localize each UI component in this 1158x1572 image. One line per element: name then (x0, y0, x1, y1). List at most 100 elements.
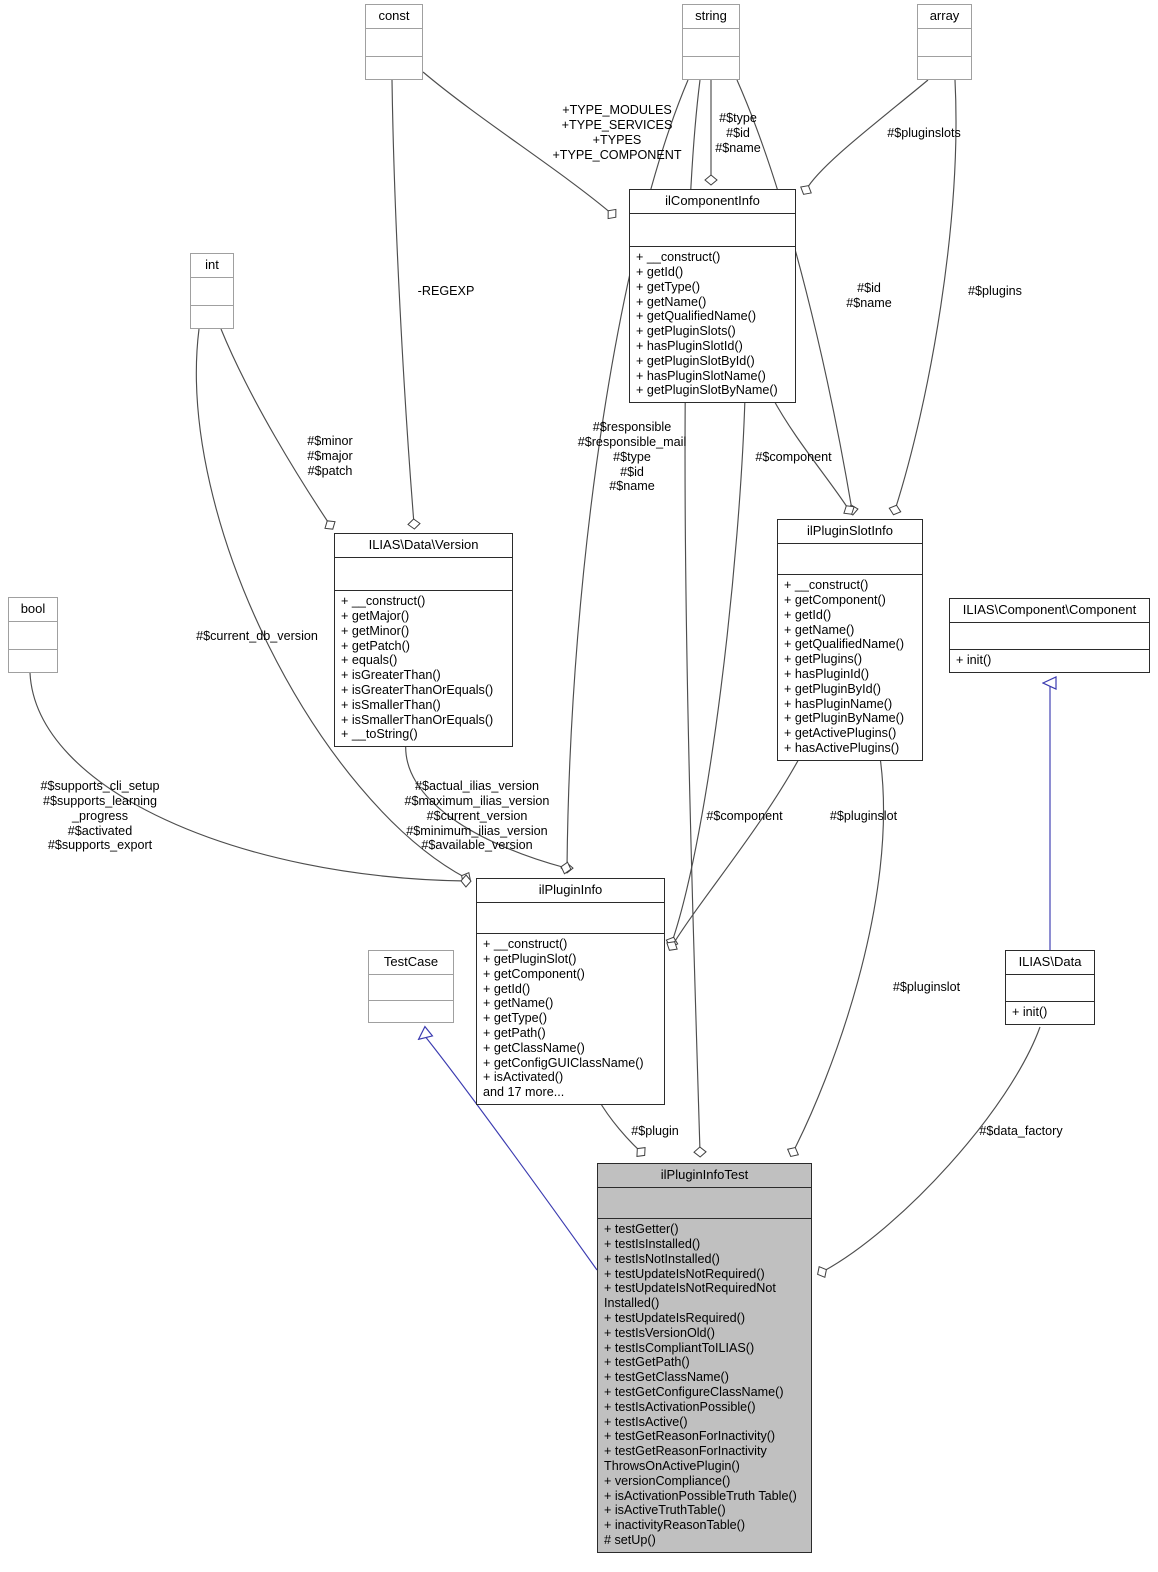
class-operations (191, 306, 233, 337)
operation: + testGetReasonForInactivity() (604, 1429, 776, 1444)
class-box-array[interactable]: array (917, 4, 972, 80)
operation: + __toString() (341, 727, 418, 742)
class-attributes (683, 29, 739, 58)
edge-label-data-factory: #$data_factory (979, 1124, 1063, 1138)
operation: + isActiveTruthTable() (604, 1503, 726, 1518)
class-attributes (1006, 975, 1094, 1003)
class-operations (369, 1001, 453, 1031)
edge-label-versions: #$actual_ilias_version #$maximum_ilias_v… (404, 779, 550, 853)
class-attributes (369, 975, 453, 1002)
class-title: string (683, 5, 739, 30)
class-box-ilpluginslotinfo[interactable]: ilPluginSlotInfo + __construct() + getCo… (777, 519, 923, 761)
class-box-ilias-data-version[interactable]: ILIAS\Data\Version + __construct() + get… (334, 533, 513, 748)
class-box-ilias-data[interactable]: ILIAS\Data + init() (1005, 950, 1095, 1026)
operation: # setUp() (604, 1532, 656, 1547)
operation: + testGetPath() (604, 1355, 690, 1370)
operation: + getQualifiedName() (784, 637, 905, 652)
operation: + getPluginSlotByName() (636, 383, 778, 398)
operation: + testGetReasonForInactivity ThrowsOnAct… (604, 1444, 767, 1473)
operation: + init() (1012, 1005, 1048, 1020)
operation: + __construct() (483, 937, 568, 952)
operation: + testUpdateIsRequired() (604, 1311, 746, 1326)
class-box-int[interactable]: int (190, 253, 234, 329)
operation: + getPluginSlotById() (636, 353, 755, 368)
class-attributes (9, 622, 57, 651)
edge-label-string-componentinfo: #$type #$id #$name (715, 111, 761, 155)
operation: + testIsCompliantToILIAS() (604, 1340, 755, 1355)
operation: + getConfigGUIClassName() (483, 1055, 644, 1070)
operation: + testIsActive() (604, 1414, 688, 1429)
edge-label-responsible: #$responsible #$responsible_mail #$type … (577, 420, 687, 494)
edge-label-pluginslot-2: #$pluginslot (892, 980, 961, 994)
class-title: ilPluginSlotInfo (778, 520, 922, 545)
class-box-const[interactable]: const (365, 4, 423, 80)
operation: + testIsNotInstalled() (604, 1251, 720, 1266)
class-operations (683, 57, 739, 88)
operation: + versionCompliance() (604, 1473, 731, 1488)
operation: + testGetter() (604, 1222, 679, 1237)
operation: + getName() (784, 622, 855, 637)
operation: + getQualifiedName() (636, 309, 757, 324)
operation: and 17 more... (483, 1085, 565, 1100)
operation: + isSmallerThan() (341, 697, 441, 712)
edge-label-pluginslot-1: #$pluginslot (829, 809, 898, 823)
class-title: ilComponentInfo (630, 190, 795, 215)
class-attributes (335, 558, 512, 592)
class-title: ILIAS\Data\Version (335, 534, 512, 559)
class-attributes (630, 214, 795, 248)
class-title: array (918, 5, 971, 30)
class-operations: + testGetter() + testIsInstalled() + tes… (598, 1219, 811, 1552)
operation: + getId() (636, 265, 684, 280)
operation: + isActivated() (483, 1070, 564, 1085)
operation: + init() (956, 653, 992, 668)
class-attributes (477, 903, 664, 935)
edge-label-id-name: #$id #$name (846, 281, 892, 310)
class-title: TestCase (369, 951, 453, 976)
operation: + getPluginById() (784, 681, 881, 696)
edge-label-component-slotinfo: #$component (755, 450, 832, 464)
class-box-string[interactable]: string (682, 4, 740, 80)
class-title: ILIAS\Data (1006, 951, 1094, 976)
edge-label-plugins: #$plugins (968, 284, 1022, 298)
edge-label-component-test: #$component (706, 809, 783, 823)
operation: + __construct() (636, 250, 721, 265)
class-operations: + init() (1006, 1002, 1094, 1024)
operation: + isActivationPossibleTruth Table() (604, 1488, 797, 1503)
class-title: bool (9, 598, 57, 623)
operation: + hasPluginId() (784, 667, 870, 682)
class-attributes (918, 29, 971, 58)
edge-label-version-parts: #$minor #$major #$patch (307, 434, 353, 478)
class-box-ilplugininfo[interactable]: ilPluginInfo + __construct() + getPlugin… (476, 878, 665, 1106)
operation: + hasActivePlugins() (784, 741, 900, 756)
class-box-ilias-component-component[interactable]: ILIAS\Component\Component + init() (949, 598, 1150, 674)
class-operations: + init() (950, 650, 1149, 672)
operation: + getId() (784, 607, 832, 622)
operation: + testGetConfigureClassName() (604, 1385, 784, 1400)
class-box-bool[interactable]: bool (8, 597, 58, 673)
operation: + testIsActivationPossible() (604, 1399, 756, 1414)
operation: + testIsVersionOld() (604, 1325, 715, 1340)
class-operations (366, 57, 422, 88)
operation: + __construct() (341, 594, 426, 609)
edge-label-bool-flags: #$supports_cli_setup #$supports_learning… (40, 779, 160, 853)
class-operations: + __construct() + getPluginSlot() + getC… (477, 934, 664, 1104)
class-box-ilcomponentinfo[interactable]: ilComponentInfo + __construct() + getId(… (629, 189, 796, 404)
class-title: ilPluginInfo (477, 879, 664, 904)
operation: + isSmallerThanOrEquals() (341, 712, 494, 727)
operation: + testIsInstalled() (604, 1237, 701, 1252)
class-box-testcase[interactable]: TestCase (368, 950, 454, 1023)
operation: + hasPluginSlotName() (636, 368, 766, 383)
operation: + getType() (636, 279, 701, 294)
operation: + getType() (483, 1011, 548, 1026)
operation: + isGreaterThan() (341, 668, 441, 683)
class-attributes (366, 29, 422, 58)
operation: + getComponent() (483, 966, 585, 981)
class-box-ilplugininfotest[interactable]: ilPluginInfoTest + testGetter() + testIs… (597, 1163, 812, 1553)
operation: + testUpdateIsNotRequired() (604, 1266, 765, 1281)
operation: + getPlugins() (784, 652, 863, 667)
operation: + getMajor() (341, 609, 410, 624)
class-attributes (598, 1188, 811, 1220)
class-attributes (191, 278, 233, 307)
